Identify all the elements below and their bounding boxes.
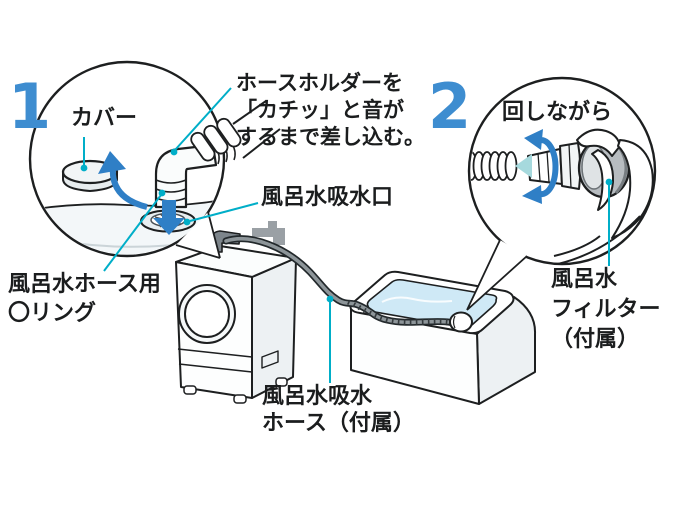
bath-filter-label: 風呂水 フィルター （付属） <box>551 265 661 355</box>
leader-lines <box>80 87 613 383</box>
washing-machine <box>175 230 297 404</box>
turn-while-inserting-label: 回しながら <box>502 100 613 125</box>
hose-corrugation <box>346 299 449 325</box>
arm-line <box>232 100 267 125</box>
intake-port-label: 風呂水吸水口 <box>261 185 394 210</box>
instruction-text: ホースホルダーを 「カチッ」と音が するまで差し込む。 <box>236 70 425 151</box>
inset-circle-1 <box>28 60 281 259</box>
hose-label-line-2: ホース（付属） <box>262 411 415 436</box>
filter-label-line-3: （付属） <box>551 327 640 352</box>
bathtub <box>349 270 537 405</box>
hose-holder <box>154 143 236 209</box>
arm-line <box>242 128 281 159</box>
corrugated-hose <box>470 151 518 181</box>
step-1-number: 1 <box>8 70 52 143</box>
filter-label-line-2: フィルター <box>551 297 661 322</box>
hose-label-line-1: 風呂水吸水 <box>262 384 373 409</box>
water-highlight <box>381 296 453 303</box>
cover-label: カバー <box>71 106 138 131</box>
hand-2 <box>553 128 654 265</box>
instruction-line-3: するまで差し込む。 <box>236 125 425 149</box>
tub-filter <box>449 311 473 333</box>
leader-oring <box>103 194 162 272</box>
arm-line <box>557 215 641 265</box>
rotate-arrow-icon <box>522 129 559 204</box>
machine-caster <box>233 394 247 404</box>
instruction-line-1: ホースホルダーを <box>236 71 403 95</box>
suction-hose <box>222 235 452 326</box>
arm-line <box>553 235 601 257</box>
oring-label-line-2: 〇リング <box>8 301 97 326</box>
callout-tail-1 <box>175 211 221 259</box>
step-2-number: 2 <box>428 70 472 143</box>
oring-label: 風呂水ホース用 〇リング <box>8 270 161 328</box>
hand-1 <box>190 100 281 162</box>
curved-arrow-icon <box>98 151 148 210</box>
filter-label-line-1: 風呂水 <box>551 267 618 292</box>
scene <box>175 221 537 405</box>
machine-caster <box>183 385 197 395</box>
leader-intake <box>189 202 259 222</box>
insert-direction-triangle-icon <box>515 154 532 178</box>
callout-tail-2 <box>466 239 528 311</box>
leader-hose-holder <box>174 87 232 151</box>
machine-caster <box>275 377 288 387</box>
down-arrow-icon <box>153 200 185 235</box>
suction-hose-label: 風呂水吸水 ホース（付属） <box>262 383 415 437</box>
oring-label-line-1: 風呂水ホース用 <box>8 272 161 297</box>
instruction-line-2: 「カチッ」と音が <box>236 98 404 122</box>
faucet-icon <box>252 221 285 245</box>
